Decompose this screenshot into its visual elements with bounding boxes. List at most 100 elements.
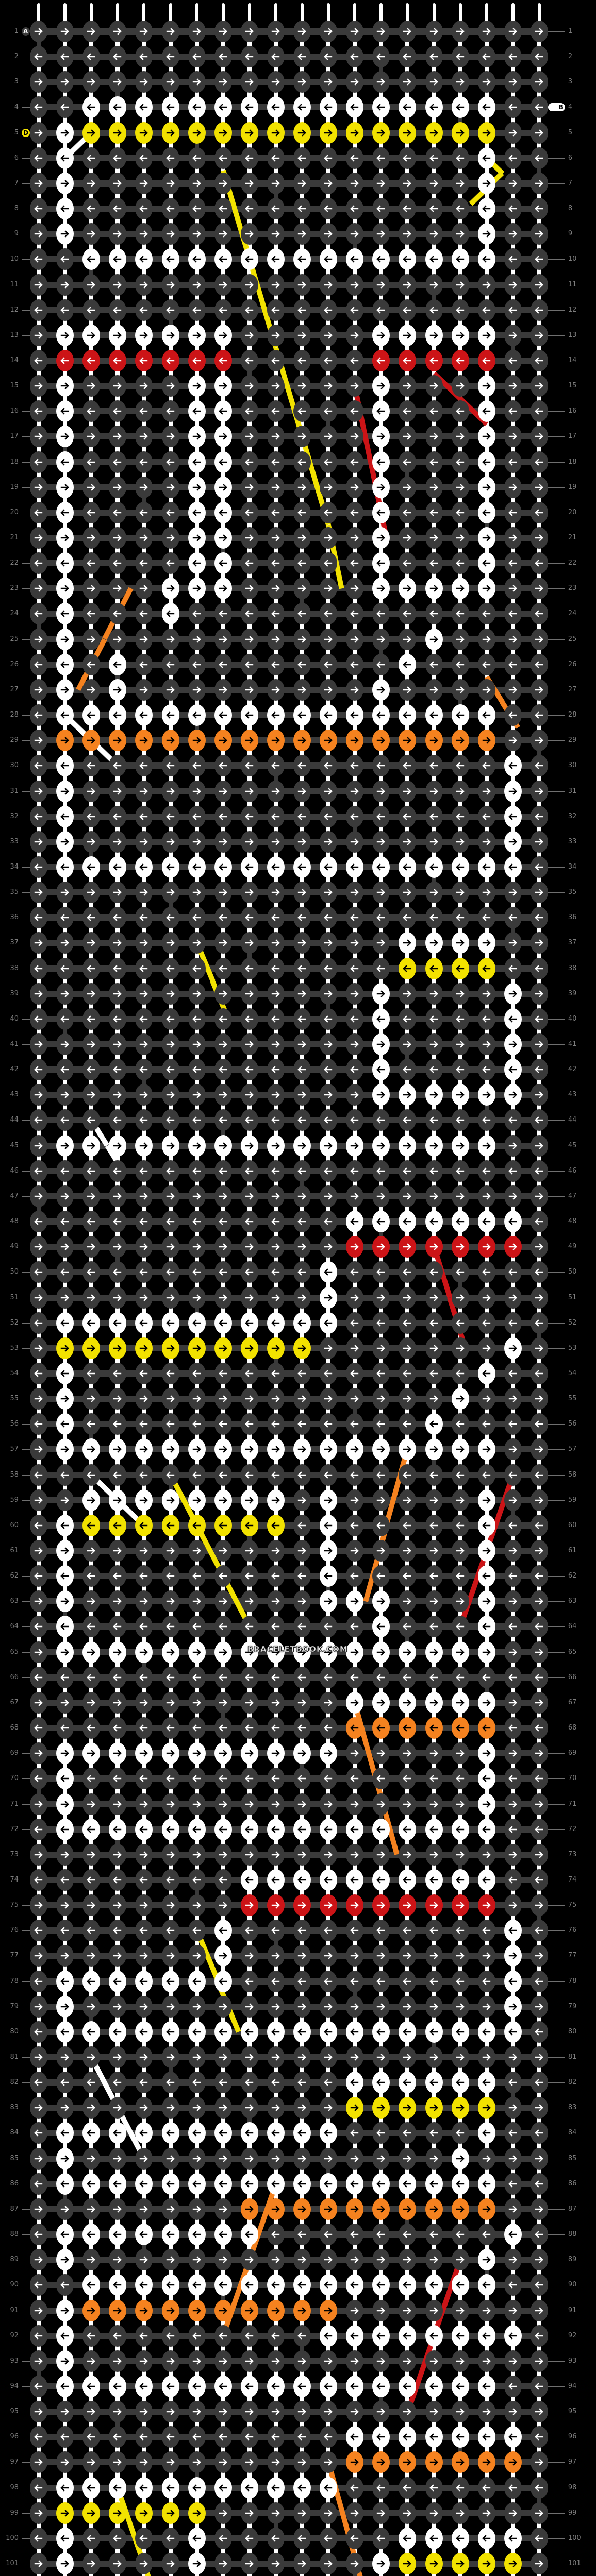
- vertical-connector: [300, 1586, 304, 1592]
- vertical-connector: [405, 1383, 410, 1389]
- vertical-connector: [379, 1383, 384, 1389]
- vertical-connector: [405, 826, 410, 832]
- vertical-connector: [194, 1383, 199, 1389]
- vertical-connector: [115, 750, 120, 756]
- vertical-connector: [510, 1484, 515, 1490]
- vertical-connector: [142, 775, 146, 782]
- vertical-connector: [379, 1079, 384, 1086]
- vertical-connector: [168, 1409, 173, 1415]
- vertical-connector: [247, 1383, 252, 1389]
- vertical-connector: [326, 953, 331, 959]
- vertical-connector: [89, 1105, 94, 1111]
- vertical-connector: [432, 1231, 436, 1238]
- vertical-connector: [63, 193, 68, 199]
- vertical-connector: [194, 801, 199, 807]
- vertical-connector: [221, 623, 225, 630]
- vertical-connector: [273, 1814, 278, 1820]
- vertical-connector: [89, 117, 94, 123]
- vertical-connector: [89, 927, 94, 934]
- vertical-connector: [37, 1332, 41, 1338]
- vertical-connector: [89, 345, 94, 351]
- vertical-connector: [510, 66, 515, 73]
- vertical-connector: [432, 244, 436, 250]
- vertical-connector: [326, 902, 331, 908]
- vertical-connector: [537, 1940, 541, 1946]
- vertical-connector: [484, 1915, 489, 1921]
- vertical-connector: [300, 1257, 304, 1263]
- vertical-connector: [405, 1459, 410, 1465]
- vertical-connector: [353, 1561, 357, 1567]
- vertical-connector: [432, 142, 436, 148]
- vertical-connector: [379, 1763, 384, 1769]
- vertical-connector: [89, 446, 94, 452]
- vertical-connector: [273, 1231, 278, 1238]
- vertical-connector: [510, 1079, 515, 1086]
- vertical-connector: [142, 573, 146, 579]
- vertical-connector: [484, 1814, 489, 1820]
- vertical-connector: [405, 319, 410, 326]
- vertical-connector: [142, 1079, 146, 1086]
- vertical-connector: [273, 1028, 278, 1035]
- vertical-connector: [115, 1788, 120, 1794]
- vertical-connector: [379, 345, 384, 351]
- vertical-connector: [537, 218, 541, 225]
- vertical-connector: [115, 1358, 120, 1364]
- vertical-connector: [510, 1915, 515, 1921]
- vertical-connector: [37, 1155, 41, 1161]
- vertical-connector: [115, 902, 120, 908]
- vertical-connector: [432, 92, 436, 98]
- vertical-connector: [405, 1662, 410, 1668]
- vertical-connector: [326, 1763, 331, 1769]
- vertical-connector: [353, 1180, 357, 1187]
- vertical-connector: [379, 1028, 384, 1035]
- vertical-connector: [405, 1484, 410, 1490]
- vertical-connector: [168, 319, 173, 326]
- vertical-connector: [168, 1535, 173, 1541]
- vertical-connector: [432, 1814, 436, 1820]
- vertical-connector: [510, 1358, 515, 1364]
- vertical-connector: [432, 294, 436, 300]
- vertical-connector: [510, 851, 515, 857]
- vertical-connector: [168, 725, 173, 731]
- vertical-connector: [142, 1130, 146, 1136]
- vertical-connector: [537, 1611, 541, 1617]
- vertical-connector: [300, 649, 304, 655]
- vertical-connector: [326, 1307, 331, 1313]
- vertical-connector: [353, 92, 357, 98]
- vertical-connector: [458, 522, 462, 528]
- vertical-connector: [432, 1028, 436, 1035]
- vertical-connector: [63, 497, 68, 503]
- vertical-connector: [458, 876, 462, 883]
- vertical-connector: [273, 1079, 278, 1086]
- vertical-connector: [63, 117, 68, 123]
- vertical-connector: [221, 1510, 225, 1516]
- vertical-connector: [63, 1636, 68, 1642]
- vertical-connector: [432, 41, 436, 47]
- vertical-connector: [168, 1459, 173, 1465]
- vertical-connector: [458, 801, 462, 807]
- vertical-connector: [300, 1054, 304, 1060]
- vertical-connector: [510, 1889, 515, 1896]
- vertical-connector: [353, 1282, 357, 1288]
- vertical-connector: [168, 92, 173, 98]
- vertical-connector: [537, 573, 541, 579]
- vertical-connector: [484, 826, 489, 832]
- vertical-connector: [510, 725, 515, 731]
- vertical-connector: [142, 345, 146, 351]
- vertical-connector: [37, 117, 41, 123]
- vertical-connector: [353, 1586, 357, 1592]
- vertical-connector: [537, 117, 541, 123]
- vertical-connector: [273, 1712, 278, 1719]
- vertical-connector: [510, 1003, 515, 1009]
- vertical-connector: [353, 1636, 357, 1642]
- vertical-connector: [326, 1054, 331, 1060]
- vertical-connector: [247, 1535, 252, 1541]
- vertical-connector: [405, 649, 410, 655]
- vertical-connector: [168, 699, 173, 706]
- vertical-connector: [194, 876, 199, 883]
- vertical-connector: [537, 1028, 541, 1035]
- vertical-connector: [247, 1155, 252, 1161]
- vertical-connector: [300, 218, 304, 225]
- vertical-connector: [379, 1484, 384, 1490]
- vertical-connector: [273, 92, 278, 98]
